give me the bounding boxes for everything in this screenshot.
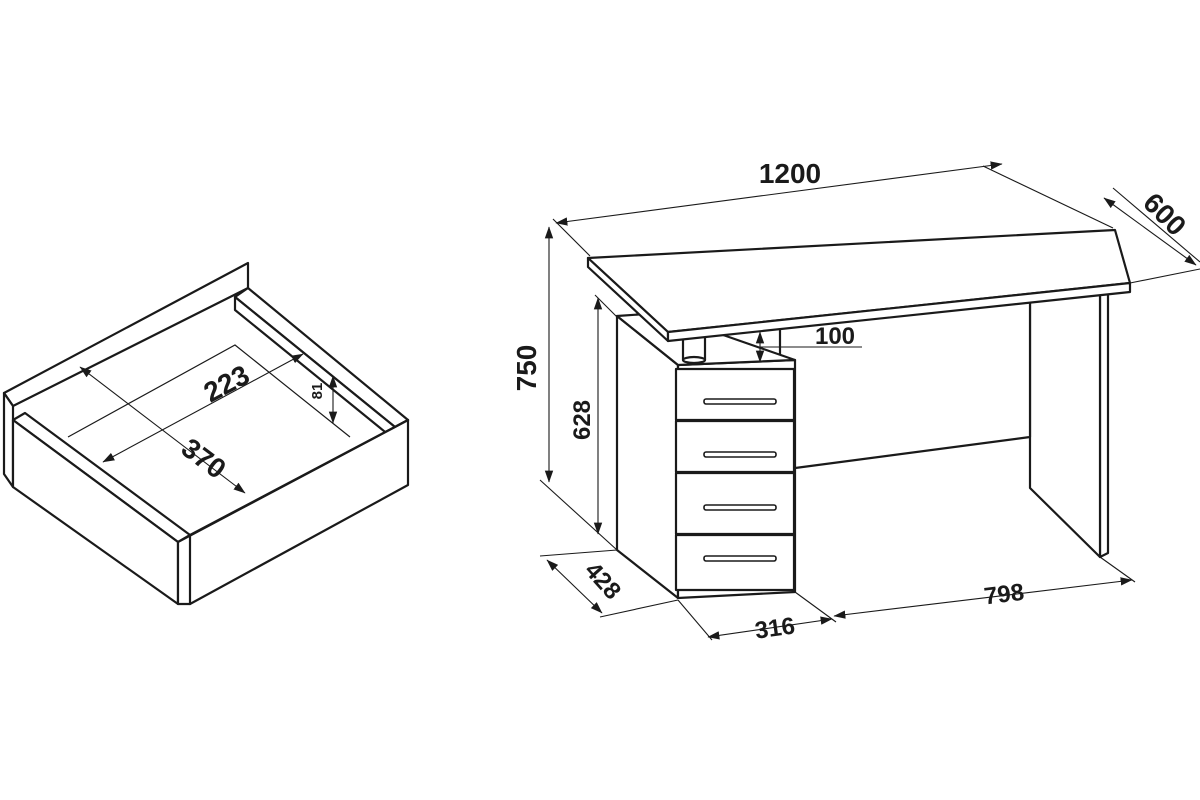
drawer-right-side-top [233, 286, 410, 429]
drawer-handle-3 [703, 504, 777, 511]
top-gap-label: 100 [815, 323, 855, 350]
desk-leg-side [1028, 285, 1102, 559]
drawer-front-3 [674, 471, 796, 536]
dim-line-428 [546, 559, 603, 614]
support-post-base [681, 355, 707, 365]
dim-line-1200 [555, 161, 1003, 226]
desk-top-front-edge [666, 281, 1132, 343]
drawer-handle-2 [703, 451, 777, 458]
drawer-front-1 [674, 367, 796, 422]
drawer-width-label: 223 [199, 359, 255, 408]
dim-line-798 [833, 577, 1133, 619]
drawer-right-side-inner [233, 295, 397, 442]
drawer-back-left-edge [2, 391, 15, 489]
dim-line-600 [1103, 197, 1197, 266]
desk-width-label: 1200 [759, 158, 821, 189]
drawer-drawing: 223 370 81 [2, 261, 410, 606]
drawer-front-2 [674, 419, 796, 474]
pedestal-drawers [674, 367, 796, 592]
desk-leg-front-edge [1098, 284, 1110, 559]
drawer-handle-1 [703, 398, 777, 405]
drawer-height-label: 81 [309, 383, 326, 400]
desk-drawing: 1200 600 750 628 100 428 316 798 [511, 158, 1200, 645]
gap-width-label: 798 [983, 579, 1026, 611]
desk-height-label: 750 [511, 345, 542, 392]
dim-line-316 [707, 616, 833, 640]
desk-depth-label: 600 [1137, 187, 1192, 242]
pedestal-height-label: 628 [569, 400, 596, 440]
drawer-front-4 [674, 533, 796, 592]
pedestal-width-label: 316 [753, 612, 796, 644]
dim-line-370 [79, 366, 246, 494]
drawer-handle-4 [703, 555, 777, 562]
